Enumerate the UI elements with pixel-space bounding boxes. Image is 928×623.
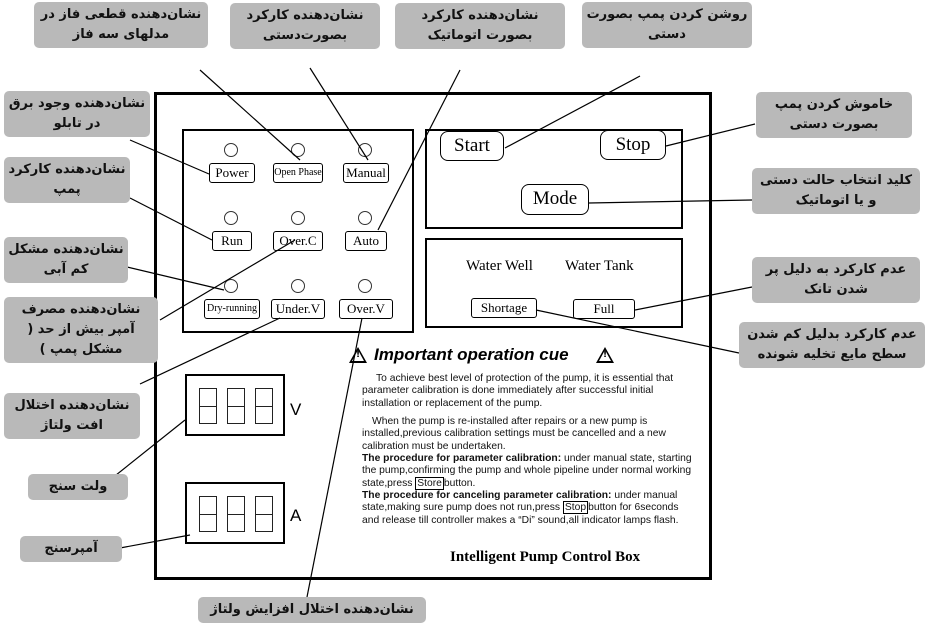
mode-button[interactable]: Mode: [521, 184, 589, 215]
warning-icon-mark: !: [603, 350, 608, 360]
callout-tank-full: عدم کارکرد به دلیل پر شدن تانک: [752, 257, 920, 303]
leader-line: [129, 197, 213, 241]
callout-over-voltage: نشان‌دهنده اختلال افزایش ولتاژ: [198, 597, 426, 623]
power-indicator: Power: [209, 163, 255, 183]
callout-phase-loss: نشان‌دهنده قطعی فاز در مدلهای سه فاز: [34, 2, 208, 48]
manual-led: [358, 143, 372, 157]
brand-label: Intelligent Pump Control Box: [450, 549, 641, 565]
callout-power: نشان‌دهنده وجود برق در تابلو: [4, 91, 150, 137]
power-led: [224, 143, 238, 157]
cue-heading: The procedure for canceling parameter ca…: [362, 490, 612, 501]
over-voltage-indicator: Over.V: [339, 299, 393, 319]
level-box: [425, 238, 683, 328]
leader-line: [159, 239, 296, 321]
leader-line: [309, 67, 369, 161]
water-well-label: Water Well: [466, 258, 533, 274]
amp-digit: [199, 496, 217, 532]
cue-heading: The procedure for parameter calibration:: [362, 453, 562, 464]
leader-line: [535, 309, 740, 354]
cue-paragraph-3: The procedure for parameter calibration:…: [362, 453, 692, 490]
volt-digit: [255, 388, 273, 424]
amp-digit: [227, 496, 245, 532]
start-button[interactable]: Start: [440, 131, 504, 161]
auto-led: [358, 211, 372, 225]
button-box: [425, 129, 683, 229]
full-indicator: Full: [573, 299, 635, 319]
callout-auto-mode: نشان‌دهنده کارکرد بصورت اتوماتیک: [395, 3, 565, 49]
leader-line: [126, 266, 225, 291]
warning-icon-mark: !: [356, 350, 361, 360]
stop-key-label: Stop: [562, 501, 589, 515]
leader-line: [377, 69, 461, 231]
over-current-led: [291, 211, 305, 225]
under-voltage-indicator: Under.V: [271, 299, 325, 319]
open-phase-led: [291, 143, 305, 157]
cue-paragraph-2: When the pump is re-installed after repa…: [362, 416, 692, 453]
over-voltage-led: [358, 279, 372, 293]
cue-paragraph-1: To achieve best level of protection of t…: [362, 373, 692, 410]
callout-under-voltage: نشان‌دهنده اختلال افت ولتاژ: [4, 393, 140, 439]
auto-indicator: Auto: [345, 231, 387, 251]
leader-line: [139, 317, 281, 385]
volt-unit: V: [290, 400, 302, 419]
cue-paragraph-4: The procedure for canceling parameter ca…: [362, 490, 692, 527]
store-key-label: Store: [415, 476, 444, 490]
amp-digit: [255, 496, 273, 532]
cue-text: under manual state, starting the pump,co…: [362, 453, 692, 489]
dry-running-indicator: Dry-running: [204, 299, 260, 319]
cue-title: Important operation cue: [374, 345, 569, 364]
leader-line: [306, 317, 363, 598]
cue-text: under manual state,making sure pump does…: [362, 490, 678, 514]
leader-line: [119, 534, 191, 549]
leader-line: [634, 286, 753, 311]
cue-text: button.: [443, 477, 476, 489]
leader-line: [129, 139, 210, 175]
indicator-box: [182, 129, 414, 333]
cue-text: To achieve best level of protection of t…: [362, 373, 674, 409]
ammeter-display: [185, 482, 285, 544]
warning-icon: !: [596, 347, 614, 363]
manual-indicator: Manual: [343, 163, 389, 183]
stop-button[interactable]: Stop: [600, 130, 666, 160]
callout-run: نشان‌دهنده کارکرد پمپ: [4, 157, 130, 203]
voltmeter-display: [185, 374, 285, 436]
run-indicator: Run: [212, 231, 252, 251]
leader-line: [199, 69, 301, 161]
callout-voltmeter: ولت سنج: [28, 474, 128, 500]
callout-ammeter: آمپرسنج: [20, 536, 122, 562]
callout-mode-key: کلید انتخاب حالت دستی و یا اتوماتیک: [752, 168, 920, 214]
cue-text: button for 6seconds and release till con…: [362, 502, 679, 526]
callout-dry-running: نشان‌دهنده مشکل کم آبی: [4, 237, 128, 283]
callout-start-manual: روشن کردن پمپ بصورت دستی: [582, 2, 752, 48]
callout-manual-mode: نشان‌دهنده کارکرد بصورت‌دستی: [230, 3, 380, 49]
leader-line: [504, 75, 641, 149]
open-phase-indicator: Open Phase: [273, 163, 323, 183]
callout-over-current: نشان‌دهنده مصرف آمپر بیش از حد ( مشکل پم…: [4, 297, 158, 363]
water-tank-label: Water Tank: [565, 258, 634, 274]
callout-stop-manual: خاموش کردن پمپ بصورت دستی: [756, 92, 912, 138]
cue-text: When the pump is re-installed after repa…: [362, 416, 666, 452]
leader-line: [665, 123, 756, 147]
amp-unit: A: [290, 506, 302, 525]
volt-digit: [227, 388, 245, 424]
dry-running-led: [224, 279, 238, 293]
volt-digit: [199, 388, 217, 424]
under-voltage-led: [291, 279, 305, 293]
leader-line: [588, 199, 753, 204]
callout-shortage: عدم کارکرد بدلیل کم شدن سطح مایع تخلیه ش…: [739, 322, 925, 368]
run-led: [224, 211, 238, 225]
shortage-indicator: Shortage: [471, 298, 537, 318]
